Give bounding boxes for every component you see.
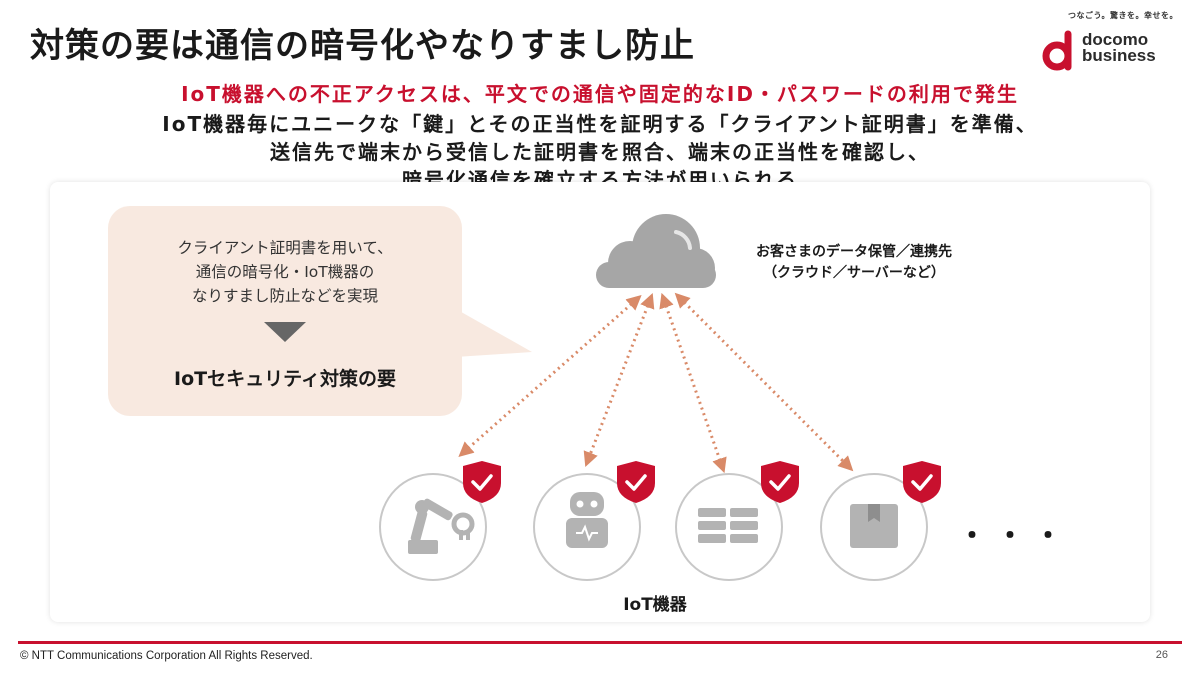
lead-line-1: IoT機器毎にユニークな「鍵」とその正当性を証明する「クライアント証明書」を準備… — [162, 112, 1038, 136]
device-package — [820, 473, 928, 581]
brand-wordmark-line2: business — [1082, 46, 1156, 65]
bubble-emphasis: IoTセキュリティ対策の要 — [174, 368, 396, 390]
robot-arm-icon — [408, 498, 475, 554]
device-server — [675, 473, 783, 581]
device-robot-arm — [379, 473, 487, 581]
cloud-icon — [596, 214, 716, 288]
page-number: 26 — [1155, 649, 1168, 661]
docomo-d-icon — [1042, 30, 1072, 71]
package-box-icon — [850, 504, 898, 548]
copyright: © NTT Communications Corporation All Rig… — [20, 650, 313, 662]
brand-wordmark: docomo business — [1082, 30, 1156, 65]
bubble-line-3: なりすまし防止などを実現 — [191, 287, 378, 305]
bubble-line-1: クライアント証明書を用いて、 — [177, 239, 393, 257]
device-care-robot — [533, 473, 641, 581]
shield-check-icon — [463, 461, 501, 503]
arrow-to-device-2 — [583, 293, 655, 467]
speech-bubble — [108, 206, 462, 416]
more-devices-ellipsis: ・・・ — [958, 519, 1073, 552]
shield-check-icon — [617, 461, 655, 503]
arrow-to-device-1 — [458, 295, 642, 457]
cloud-label: お客さまのデータ保管／連携先 （クラウド／サーバーなど） — [738, 242, 970, 284]
arrow-to-device-3 — [659, 292, 727, 474]
connection-arrows — [458, 292, 854, 474]
footer-divider — [18, 641, 1182, 644]
arrow-to-device-4 — [674, 292, 854, 472]
care-robot-icon — [566, 492, 608, 548]
server-rack-icon — [698, 508, 758, 543]
down-triangle-icon — [264, 322, 306, 342]
brand-tagline: つなごう。驚きを。幸せを。 — [1067, 11, 1178, 20]
iot-devices-label: IoT機器 — [623, 595, 687, 615]
bubble-line-2: 通信の暗号化・IoT機器の — [195, 263, 375, 281]
lead-line-2: 送信先で端末から受信した証明書を照合、端末の正当性を確認し、 — [270, 140, 930, 164]
shield-check-icon — [761, 461, 799, 503]
docomo-business-logo: つなごう。驚きを。幸せを。 docomo business — [1038, 10, 1178, 71]
cloud-label-line-1: お客さまのデータ保管／連携先 — [756, 244, 952, 260]
slide-title: 対策の要は通信の暗号化やなりすまし防止 — [30, 26, 695, 66]
brand-wordmark-line1: docomo — [1082, 30, 1149, 49]
shield-check-icon — [903, 461, 941, 503]
lead-red-statement: IoT機器への不正アクセスは、平文での通信や固定的なID・パスワードの利用で発生 — [181, 82, 1019, 106]
cloud-label-line-2: （クラウド／サーバーなど） — [763, 265, 945, 281]
bubble-description: クライアント証明書を用いて、 通信の暗号化・IoT機器の なりすまし防止などを実… — [108, 236, 462, 308]
